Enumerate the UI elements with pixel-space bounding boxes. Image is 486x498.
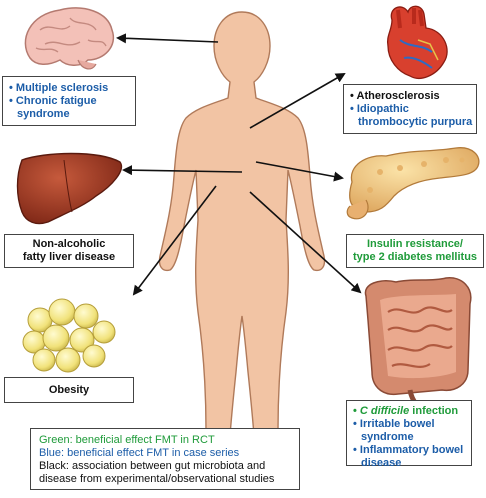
arrow-to-brain xyxy=(116,33,219,44)
pancreas-disease-line-2: type 2 diabetes mellitus xyxy=(352,251,478,263)
legend-green: Green: beneficial effect FMT in RCT xyxy=(39,434,215,446)
brain-disease-item-1: • Multiple sclerosis xyxy=(9,82,109,94)
legend-black-2: disease from experimental/observational … xyxy=(39,473,275,485)
arrows xyxy=(116,33,362,296)
intestine-disease-item-1: • C difficile infection xyxy=(353,405,459,417)
pancreas-icon xyxy=(346,147,480,220)
arrow-to-obesity xyxy=(132,185,217,296)
obesity-label: Obesity xyxy=(48,384,90,396)
obesity-box: Obesity xyxy=(4,377,134,403)
heart-disease-item-2-cont: thrombocytic purpura xyxy=(358,116,473,128)
liver-icon xyxy=(16,152,123,225)
heart-disease-item-2: • Idiopathic xyxy=(350,103,409,115)
brain-disease-item-2-cont: syndrome xyxy=(17,108,70,120)
intestine-disease-item-2: • Irritable bowel xyxy=(353,418,435,430)
brain-disease-item-2: • Chronic fatigue xyxy=(9,95,97,107)
brain-disease-box: • Multiple sclerosis • Chronic fatigue s… xyxy=(2,76,136,126)
intestine-disease-item-3-cont: disease xyxy=(361,457,402,469)
arrow-to-heart xyxy=(249,73,346,129)
arrow-to-liver xyxy=(122,165,243,176)
intestine-disease-item-3: • Inflammatory bowel xyxy=(353,444,464,456)
fat-cells-icon xyxy=(22,298,116,373)
liver-disease-box: Non-alcoholic fatty liver disease xyxy=(4,234,134,268)
legend-black-1: Black: association between gut microbiot… xyxy=(39,460,266,472)
legend-box: Green: beneficial effect FMT in RCT Blue… xyxy=(30,428,300,490)
legend-blue: Blue: beneficial effect FMT in case seri… xyxy=(39,447,240,459)
intestine-disease-box: • C difficile infection • Irritable bowe… xyxy=(346,400,472,469)
heart-disease-item-1: • Atherosclerosis xyxy=(350,90,440,102)
heart-disease-box: • Atherosclerosis • Idiopathic thrombocy… xyxy=(343,84,477,134)
arrow-to-intestine xyxy=(249,191,362,294)
human-body-icon xyxy=(158,11,326,480)
arrow-to-pancreas xyxy=(255,161,344,182)
intestine-icon xyxy=(364,277,472,417)
liver-disease-line-2: fatty liver disease xyxy=(22,251,116,263)
liver-disease-line-1: Non-alcoholic xyxy=(32,238,106,250)
intestine-disease-item-2-cont: syndrome xyxy=(361,431,414,443)
pancreas-disease-box: Insulin resistance/ type 2 diabetes mell… xyxy=(346,234,484,268)
pancreas-disease-line-1: Insulin resistance/ xyxy=(367,238,463,250)
heart-icon xyxy=(386,5,448,79)
brain-icon xyxy=(24,7,115,70)
